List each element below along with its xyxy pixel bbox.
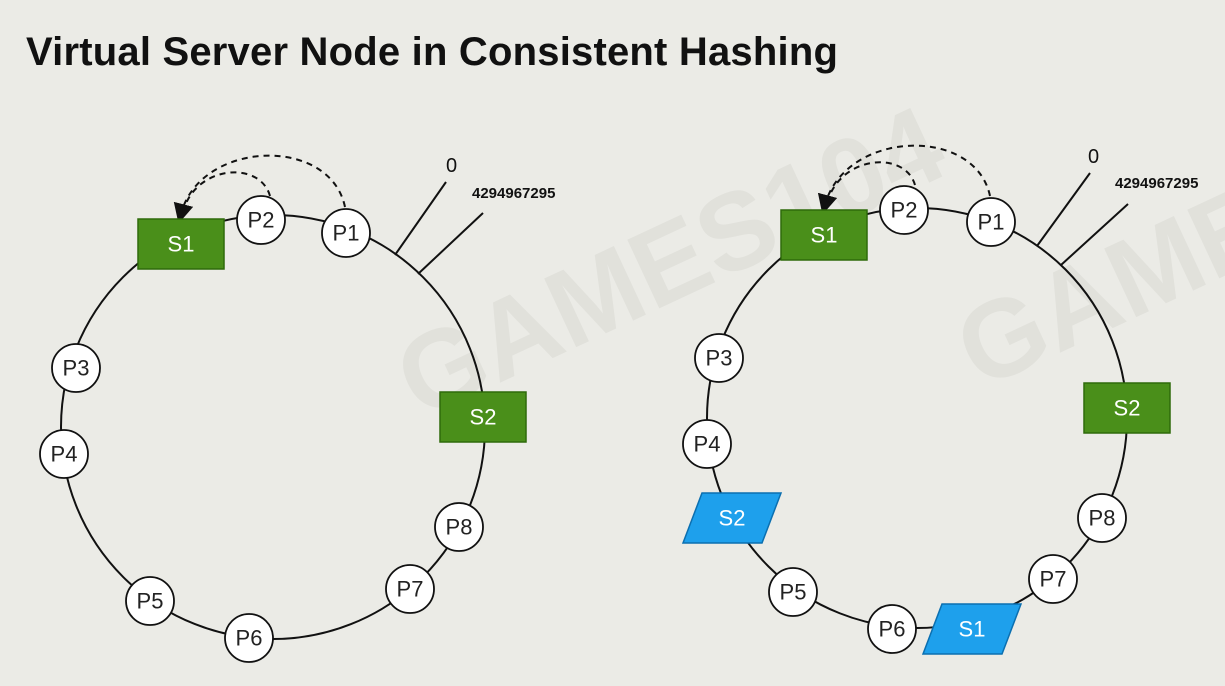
- ring-max-tick: [417, 212, 484, 275]
- point-label: P3: [706, 346, 733, 371]
- point-label: P5: [780, 580, 807, 605]
- watermark-text: GAMES104: [378, 82, 962, 442]
- ring-zero-tick: [1036, 172, 1091, 247]
- server-label: S2: [470, 405, 497, 430]
- point-label: P4: [694, 432, 721, 457]
- point-node: P4: [39, 429, 89, 479]
- server-label: S2: [719, 506, 746, 531]
- point-node: P1: [966, 197, 1016, 247]
- server-label: S2: [1114, 396, 1141, 421]
- point-node: P3: [694, 333, 744, 383]
- server-label: S1: [959, 617, 986, 642]
- mapping-arrow: [826, 161, 916, 204]
- ring-left: 0 4294967295 S1 S2 P1 P2 P3 P4 P5 P6 P7 …: [39, 154, 555, 663]
- server-node: S2: [439, 391, 527, 443]
- ring-max-label: 4294967295: [472, 185, 555, 202]
- point-label: P6: [879, 617, 906, 642]
- point-node: P3: [51, 343, 101, 393]
- ring-zero-label: 0: [1088, 146, 1099, 168]
- point-label: P4: [51, 442, 78, 467]
- server-label: S1: [168, 232, 195, 257]
- point-label: P8: [1089, 506, 1116, 531]
- point-label: P2: [248, 208, 275, 233]
- point-label: P8: [446, 515, 473, 540]
- point-node: P7: [385, 564, 435, 614]
- virtual-server-node: S1: [921, 603, 1023, 655]
- mapping-arrow: [817, 144, 991, 215]
- point-node: P6: [867, 604, 917, 654]
- point-node: P1: [321, 208, 371, 258]
- server-node: S2: [1083, 382, 1171, 434]
- point-label: P2: [891, 198, 918, 223]
- point-node: P6: [224, 613, 274, 663]
- point-node: P5: [768, 567, 818, 617]
- point-node: P4: [682, 419, 732, 469]
- point-label: P1: [978, 210, 1005, 235]
- point-label: P7: [1040, 567, 1067, 592]
- point-node: P2: [236, 195, 286, 245]
- point-label: P6: [236, 626, 263, 651]
- mapping-arrow: [173, 154, 346, 224]
- slide-title: Virtual Server Node in Consistent Hashin…: [26, 30, 839, 74]
- point-label: P3: [63, 356, 90, 381]
- virtual-server-node: S2: [681, 492, 783, 544]
- point-node: P8: [1077, 493, 1127, 543]
- point-label: P7: [397, 577, 424, 602]
- point-label: P1: [333, 221, 360, 246]
- mapping-arrow: [182, 171, 271, 213]
- point-node: P5: [125, 576, 175, 626]
- server-node: S1: [780, 209, 868, 261]
- point-label: P5: [137, 589, 164, 614]
- ring-max-label: 4294967295: [1115, 175, 1198, 192]
- point-node: P8: [434, 502, 484, 552]
- server-label: S1: [811, 223, 838, 248]
- point-node: P2: [879, 185, 929, 235]
- server-node: S1: [137, 218, 225, 270]
- ring-right: 0 4294967295 S1 S2 S2 S1 P1 P2 P3 P4 P5 …: [681, 144, 1198, 655]
- ring-zero-label: 0: [446, 155, 457, 177]
- ring-zero-tick: [394, 181, 447, 256]
- point-node: P7: [1028, 554, 1078, 604]
- ring-max-tick: [1060, 203, 1129, 266]
